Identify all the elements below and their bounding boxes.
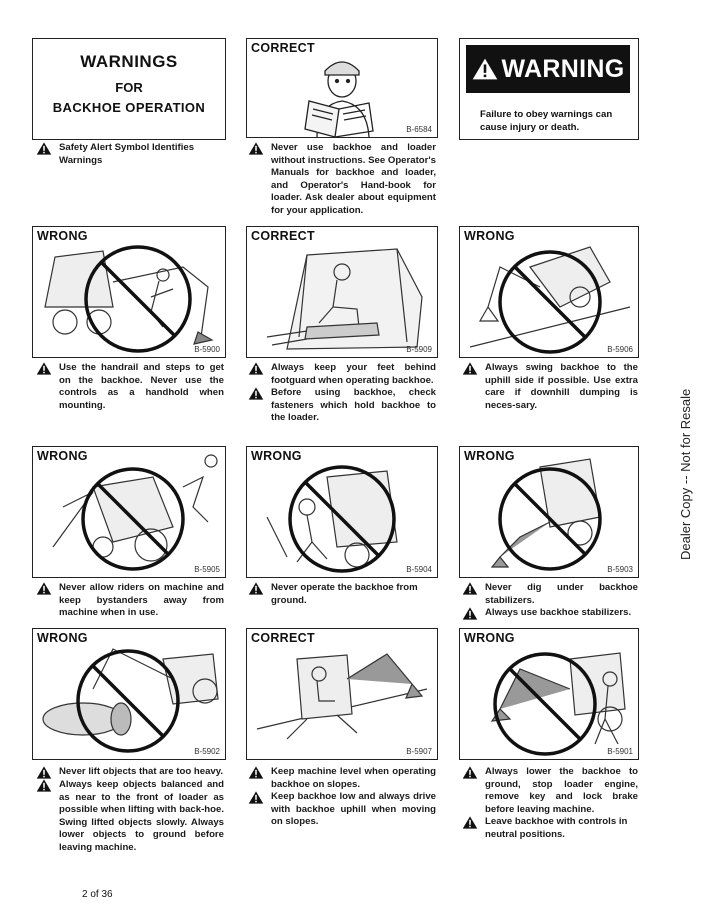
alert-triangle-icon — [36, 766, 52, 779]
figure-code: B-5905 — [194, 565, 220, 574]
alert-triangle-icon — [462, 816, 478, 829]
figure-code: B-5906 — [607, 345, 633, 354]
panel-wrong-leaving: WRONG B-5901 — [459, 628, 639, 760]
caption-block-9: Always lower the backhoe to ground, stop… — [462, 766, 638, 842]
panel-tag: CORRECT — [251, 631, 317, 645]
panel-tag: CORRECT — [251, 229, 317, 243]
figure-code: B-5901 — [607, 747, 633, 756]
side-watermark-text: Dealer Copy -- Not for Resale — [678, 388, 693, 560]
panel-tag: WRONG — [37, 449, 90, 463]
caption-text: Leave backhoe with controls in neutral p… — [485, 816, 628, 840]
caption-block-3: Always swing backhoe to the uphill side … — [462, 362, 638, 412]
caption-block-0: Never use backhoe and loader without ins… — [248, 142, 436, 218]
caption-text: Always keep objects balanced and as near… — [59, 779, 224, 853]
alert-triangle-icon — [462, 766, 478, 779]
panel-tag: WRONG — [251, 449, 304, 463]
alert-triangle-icon — [462, 607, 478, 620]
panel-tag: CORRECT — [251, 41, 317, 55]
alert-triangle-icon — [248, 791, 264, 804]
panel-correct-footguard: CORRECT B-5909 — [246, 226, 438, 358]
panel-correct-manual: CORRECT B-6584 — [246, 38, 438, 138]
warning-banner: WARNING — [466, 45, 630, 93]
page-number: 2 of 36 — [82, 889, 113, 900]
alert-triangle-icon — [472, 58, 497, 80]
caption-text: Keep backhoe low and always drive with b… — [271, 791, 436, 828]
wrong-leaving-machine-illustration — [490, 652, 626, 756]
panel-wrong-riders: WRONG B-5905 — [32, 446, 226, 578]
title-line2: FOR — [115, 80, 143, 95]
wrong-mounting-illustration — [44, 245, 214, 353]
alert-triangle-icon — [248, 766, 264, 779]
panel-tag: WRONG — [464, 631, 517, 645]
wrong-riders-illustration — [52, 454, 218, 571]
caption-text: Never lift objects that are too heavy. — [59, 766, 224, 777]
caption-text: Never use backhoe and loader without ins… — [271, 142, 436, 216]
figure-code: B-5902 — [194, 747, 220, 756]
caption-text: Before using backhoe, check fasteners wh… — [271, 387, 436, 424]
alert-triangle-icon — [462, 582, 478, 595]
safety-caption: Safety Alert Symbol Identifies Warnings — [59, 142, 195, 166]
wrong-ground-operation-illustration — [266, 465, 398, 573]
operator-reading-illustration — [304, 61, 374, 137]
panel-tag: WRONG — [464, 449, 517, 463]
alert-triangle-icon — [36, 582, 52, 595]
panel-tag: WRONG — [37, 229, 90, 243]
caption-text: Always keep your feet behind footguard w… — [271, 362, 436, 386]
caption-block-1: Use the handrail and steps to get on the… — [36, 362, 224, 412]
caption-text: Keep machine level when operating backho… — [271, 766, 436, 790]
caption-block-8: Keep machine level when operating backho… — [248, 766, 436, 829]
caption-block-2: Always keep your feet behind footguard w… — [248, 362, 436, 425]
caption-text: Always swing backhoe to the uphill side … — [485, 362, 638, 411]
alert-triangle-icon — [462, 362, 478, 375]
caption-text: Always lower the backhoe to ground, stop… — [485, 766, 638, 815]
caption-block-7: Never lift objects that are too heavy. A… — [36, 766, 224, 855]
panel-wrong-heavy: WRONG B-5902 — [32, 628, 226, 760]
figure-code: B-5903 — [607, 565, 633, 574]
figure-code: B-5909 — [406, 345, 432, 354]
caption-text: Never operate the backhoe from ground. — [271, 582, 418, 606]
panel-tag: WRONG — [464, 229, 517, 243]
caption-text: Always use backhoe stabilizers. — [485, 607, 632, 619]
caption-text: Never allow riders on machine and keep b… — [59, 582, 224, 619]
figure-code: B-6584 — [406, 125, 432, 134]
wrong-swing-illustration — [469, 246, 631, 354]
title-box: WARNINGS FOR BACKHOE OPERATION — [32, 38, 226, 140]
warning-text: Failure to obey warnings can cause injur… — [480, 109, 613, 133]
figure-code: B-5907 — [406, 747, 432, 756]
alert-triangle-icon — [248, 142, 264, 155]
panel-wrong-swing: WRONG B-5906 — [459, 226, 639, 358]
alert-triangle-icon — [36, 142, 52, 155]
alert-triangle-icon — [36, 362, 52, 375]
safety-caption-block: Safety Alert Symbol Identifies Warnings — [36, 142, 226, 167]
panel-wrong-stabilizers: WRONG B-5903 — [459, 446, 639, 578]
footguard-illustration — [266, 248, 423, 350]
alert-triangle-icon — [36, 779, 52, 792]
warning-label: WARNING — [501, 54, 625, 83]
caption-block-4: Never allow riders on machine and keep b… — [36, 582, 224, 620]
caption-text: Use the handrail and steps to get on the… — [59, 362, 224, 411]
panel-correct-slopes: CORRECT B-5907 — [246, 628, 438, 760]
caption-text: Never dig under backhoe stabilizers. — [485, 582, 638, 606]
title-line1: WARNINGS — [80, 52, 178, 71]
wrong-stabilizers-illustration — [490, 458, 602, 571]
alert-triangle-icon — [248, 387, 264, 400]
title-line3: BACKHOE OPERATION — [52, 100, 206, 115]
panel-tag: WRONG — [37, 631, 90, 645]
wrong-heavy-lift-illustration — [42, 648, 219, 753]
alert-triangle-icon — [248, 362, 264, 375]
slope-operation-illustration — [256, 653, 428, 740]
figure-code: B-5904 — [406, 565, 432, 574]
figure-code: B-5900 — [194, 345, 220, 354]
panel-wrong-handrail: WRONG B-5900 — [32, 226, 226, 358]
caption-block-6: Never dig under backhoe stabilizers. Alw… — [462, 582, 638, 620]
warning-box: WARNING Failure to obey warnings can cau… — [459, 38, 639, 140]
alert-triangle-icon — [248, 582, 264, 595]
caption-block-5: Never operate the backhoe from ground. — [248, 582, 436, 607]
panel-wrong-ground: WRONG B-5904 — [246, 446, 438, 578]
